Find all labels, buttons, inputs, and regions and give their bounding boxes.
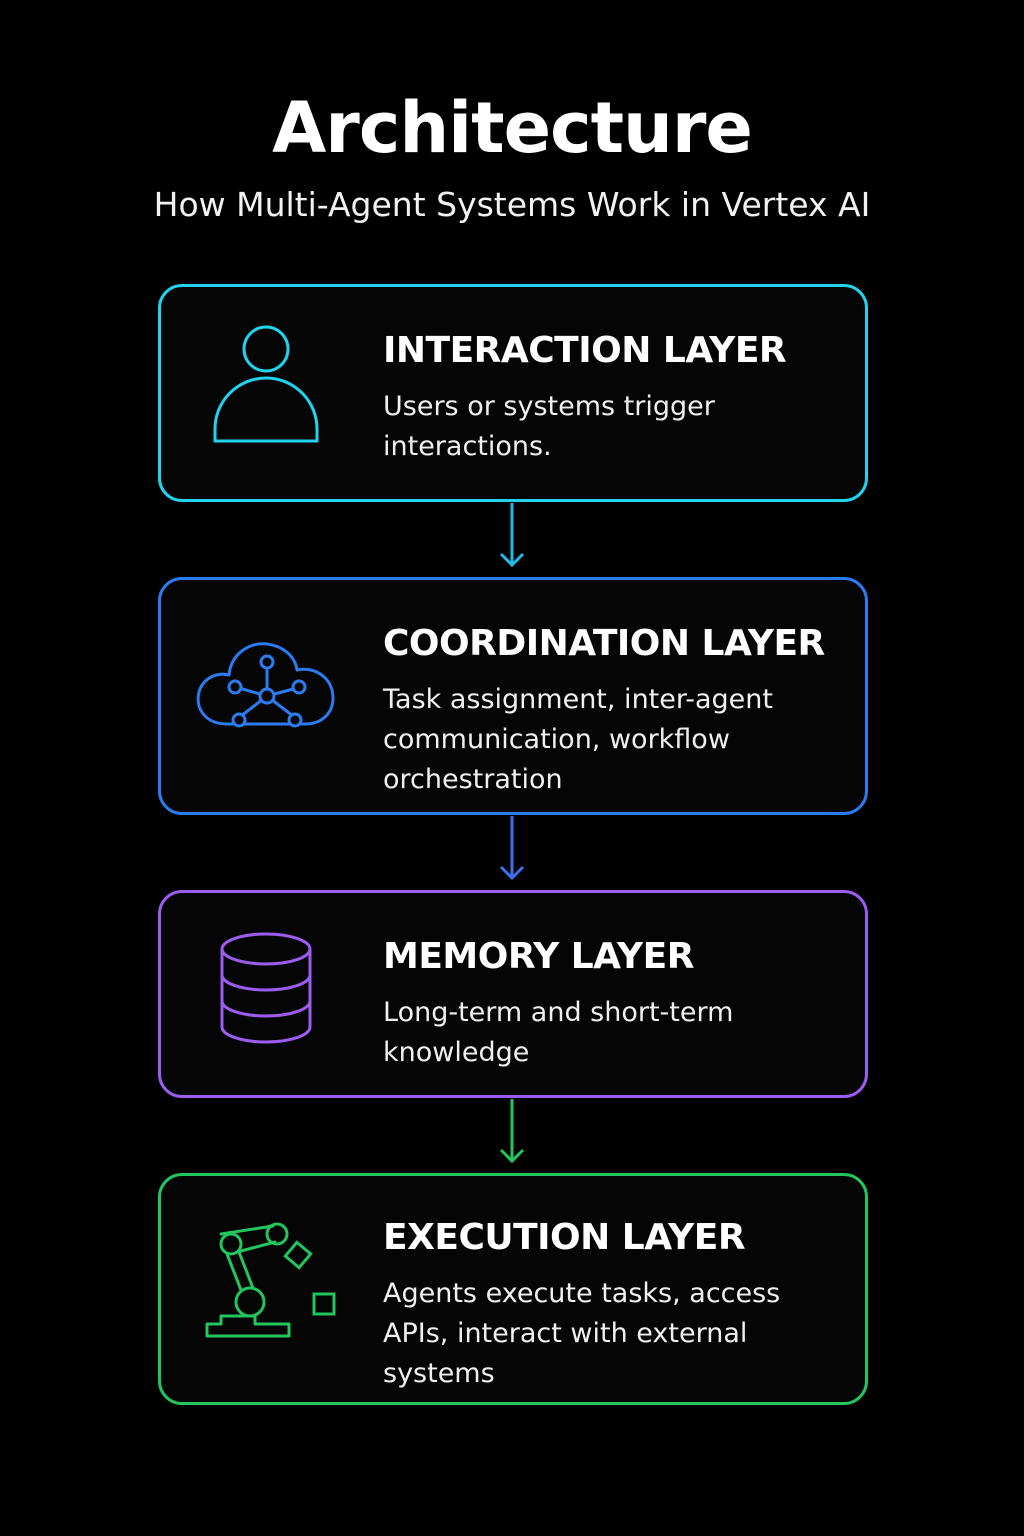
interaction-layer-description: Users or systems trigger interactions. [383,391,715,462]
interaction-layer-heading: INTERACTION LAYER [383,330,787,371]
page-subtitle: How Multi-Agent Systems Work in Vertex A… [153,185,871,224]
page-title: Architecture [272,87,753,169]
arrow-down-icon [497,816,527,882]
memory-layer-card: MEMORY LAYER Long-term and short-term kn… [158,890,868,1098]
coordination-layer-card: COORDINATION LAYER Task assignment, inte… [158,577,868,815]
arrow-down-icon [497,503,527,569]
coordination-layer-description: Task assignment, inter-agent communicati… [383,684,773,795]
user-icon [191,325,341,455]
memory-layer-heading: MEMORY LAYER [383,936,694,977]
execution-layer-heading: EXECUTION LAYER [383,1217,746,1258]
arrow-down-icon [497,1099,527,1165]
execution-layer-card: EXECUTION LAYER Agents execute tasks, ac… [158,1173,868,1405]
cloud-network-icon [191,620,341,750]
database-icon [191,929,341,1059]
memory-layer-description: Long-term and short-term knowledge [383,997,734,1068]
coordination-layer-heading: COORDINATION LAYER [383,623,825,664]
execution-layer-description: Agents execute tasks, access APIs, inter… [383,1278,781,1389]
interaction-layer-card: INTERACTION LAYER Users or systems trigg… [158,284,868,502]
robot-arm-icon [191,1216,341,1346]
